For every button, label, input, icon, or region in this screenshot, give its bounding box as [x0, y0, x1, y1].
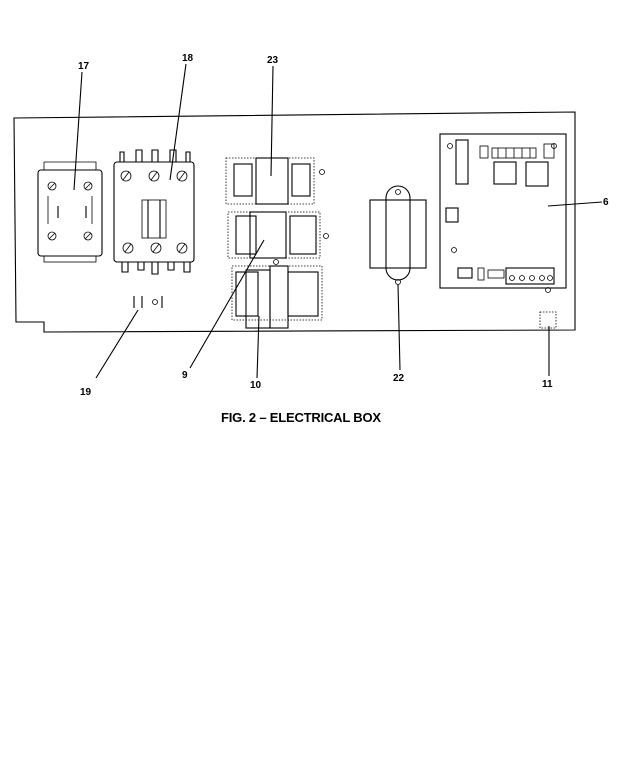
- callout-9: 9: [182, 370, 188, 381]
- callout-17: 17: [78, 61, 90, 72]
- part-22-capacitor: [369, 185, 427, 285]
- part-9-transformer: [227, 211, 329, 259]
- part-19-relay: [133, 296, 163, 308]
- part-18-contactor: [113, 149, 195, 275]
- callout-19: 19: [80, 387, 92, 398]
- part-17-contactor: [37, 161, 103, 263]
- callout-6: 6: [603, 197, 609, 208]
- callout-22: 22: [393, 373, 405, 384]
- leader-lines: [73, 63, 603, 379]
- part-23-transformer: [225, 157, 325, 205]
- callout-18: 18: [182, 53, 194, 64]
- callout-23: 23: [267, 55, 279, 66]
- figure-caption: FIG. 2 – ELECTRICAL BOX: [221, 410, 381, 425]
- callout-11: 11: [542, 379, 553, 390]
- part-11-block: [539, 311, 557, 329]
- part-6-control-board: [439, 133, 567, 293]
- panel-outline: [13, 111, 576, 333]
- callout-10: 10: [250, 380, 262, 391]
- part-10-transformer: [231, 259, 323, 329]
